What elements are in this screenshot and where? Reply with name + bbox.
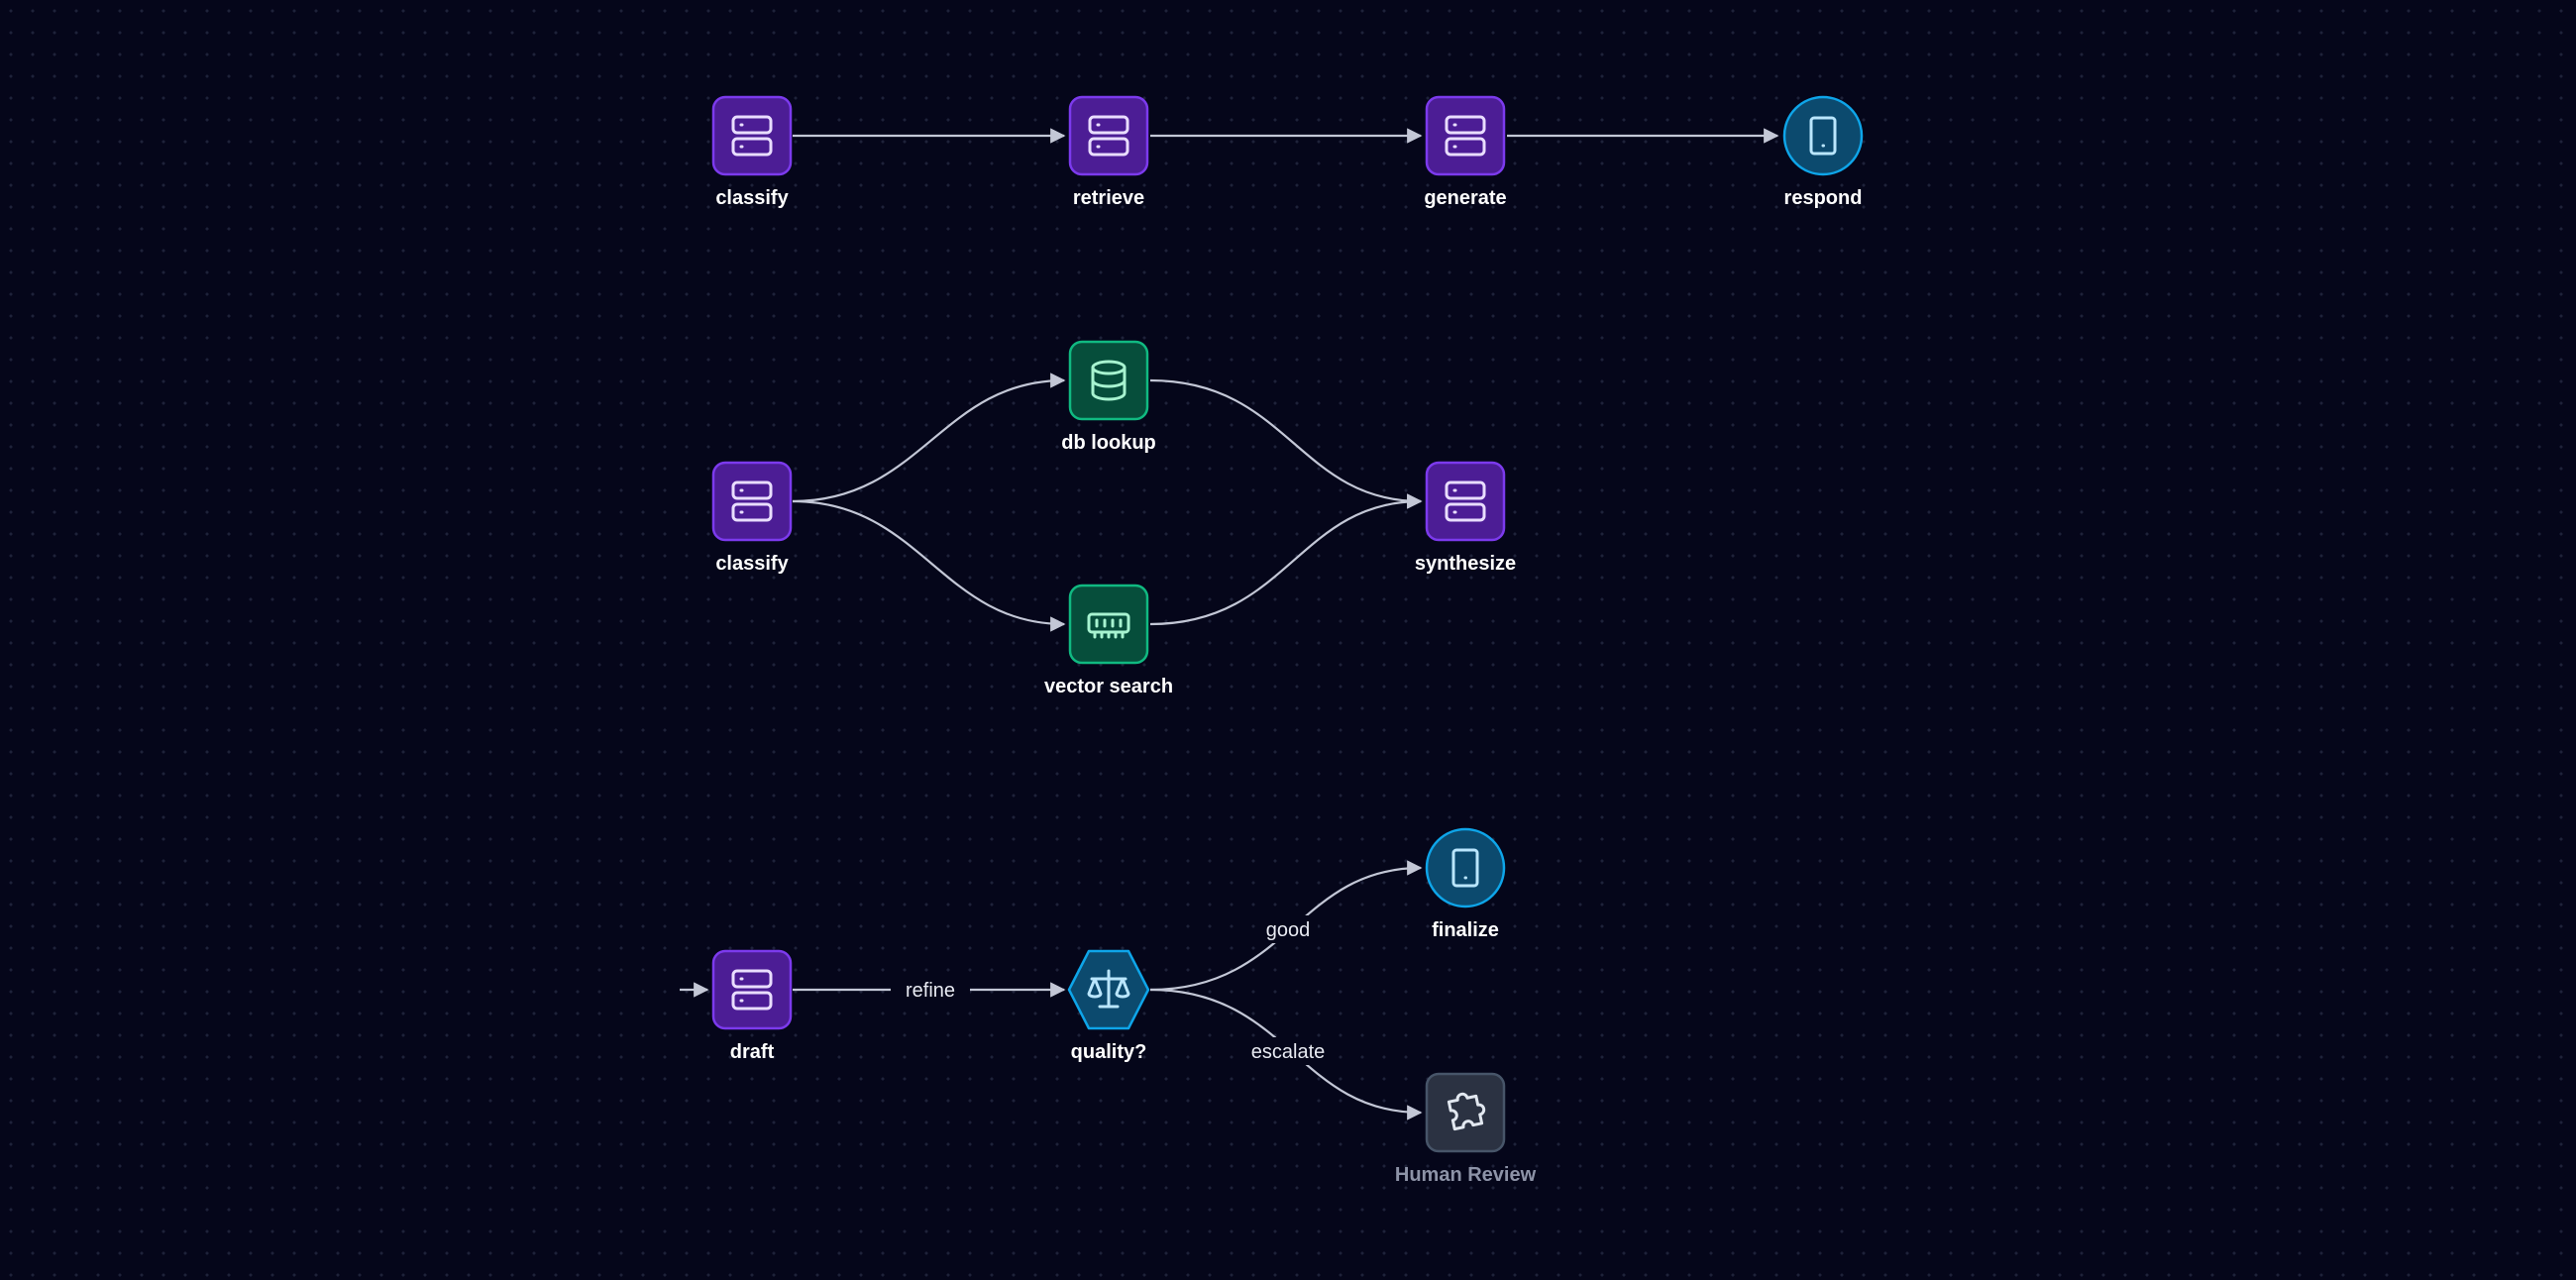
- server-icon: [731, 480, 773, 522]
- node-label: synthesize: [1415, 553, 1516, 575]
- node-label: classify: [715, 187, 789, 209]
- server-icon: [1445, 480, 1486, 522]
- node-label: respond: [1784, 187, 1863, 209]
- node-label: Human Review: [1395, 1164, 1537, 1186]
- node-classify[interactable]: classify: [711, 461, 793, 575]
- database-icon: [1091, 360, 1127, 401]
- node-db-lookup[interactable]: db lookup: [1061, 340, 1156, 454]
- memory-chip-icon: [1087, 612, 1130, 639]
- edge-vector-search-synthesize[interactable]: [1149, 493, 1423, 626]
- node-retrieve[interactable]: retrieve: [1068, 95, 1149, 209]
- node-respond[interactable]: respond: [1782, 95, 1864, 209]
- flow-1: classify retrieve generate: [711, 95, 1864, 209]
- node-label: generate: [1424, 187, 1506, 209]
- node-classify[interactable]: classify: [711, 95, 793, 209]
- node-label: classify: [715, 553, 789, 575]
- svg-text:refine: refine: [906, 980, 955, 1002]
- puzzle-icon: [1447, 1092, 1486, 1131]
- node-label: draft: [730, 1041, 775, 1063]
- svg-text:good: good: [1266, 919, 1311, 941]
- node-human-review[interactable]: Human Review: [1395, 1072, 1537, 1186]
- node-synthesize[interactable]: synthesize: [1415, 461, 1516, 575]
- node-finalize[interactable]: finalize: [1425, 827, 1506, 941]
- tablet-icon: [1809, 116, 1837, 156]
- node-generate[interactable]: generate: [1424, 95, 1507, 209]
- server-icon: [731, 115, 773, 157]
- edge-classify-vector-search[interactable]: [792, 499, 1066, 632]
- server-icon: [731, 969, 773, 1011]
- edge-label-refine: refine: [891, 976, 970, 1004]
- node-draft[interactable]: draft: [711, 949, 793, 1063]
- node-label: vector search: [1044, 676, 1173, 697]
- edge-db-lookup-synthesize[interactable]: [1149, 378, 1423, 509]
- tablet-icon: [1451, 848, 1479, 888]
- flow-3: refine good escalate draft: [680, 827, 1537, 1186]
- scale-icon: [1087, 969, 1130, 1009]
- edge-classify-db-lookup[interactable]: [792, 373, 1066, 503]
- node-label: db lookup: [1061, 432, 1156, 454]
- server-icon: [1088, 115, 1129, 157]
- node-vector-search[interactable]: vector search: [1044, 584, 1173, 697]
- edge-label-good: good: [1258, 915, 1318, 943]
- svg-text:escalate: escalate: [1251, 1041, 1326, 1063]
- node-label: quality?: [1071, 1041, 1147, 1063]
- flow-2: classify db lookup: [711, 340, 1516, 697]
- node-label: finalize: [1432, 919, 1499, 941]
- node-label: retrieve: [1073, 187, 1144, 209]
- edge-label-escalate: escalate: [1244, 1037, 1332, 1065]
- node-quality[interactable]: quality?: [1067, 949, 1150, 1063]
- server-icon: [1445, 115, 1486, 157]
